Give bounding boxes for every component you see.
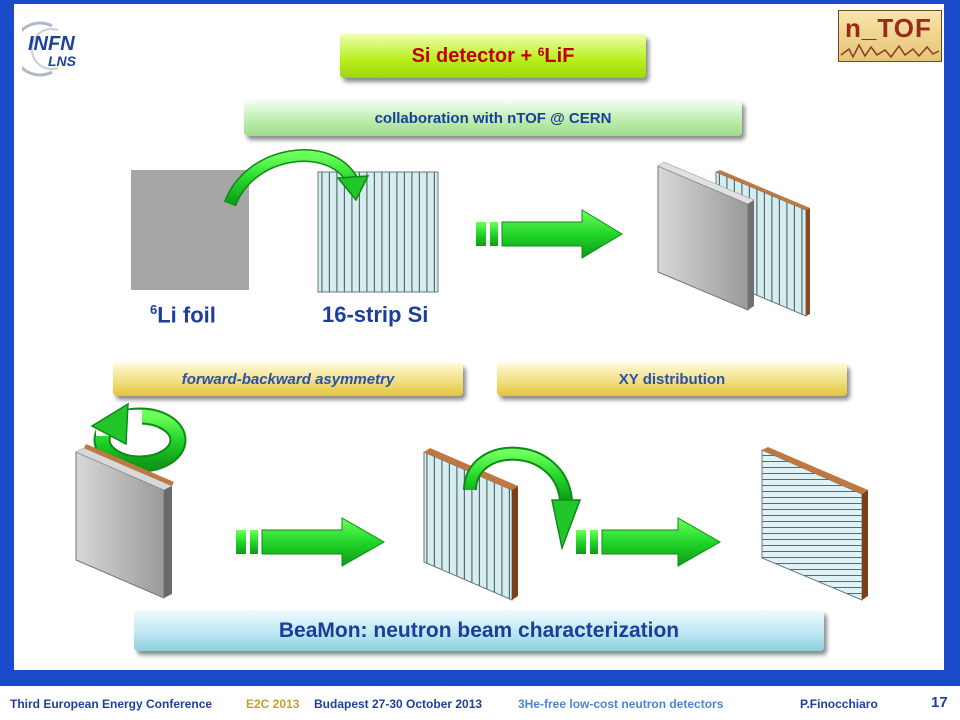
title-main: Si detector + (411, 44, 533, 67)
li-foil-sup: 6 (150, 302, 158, 317)
forward-arrow-icon-3 (576, 517, 722, 567)
detector-illustration (75, 149, 868, 601)
forward-backward-banner: forward-backward asymmetry (113, 363, 463, 396)
title-sup: 6 (537, 45, 545, 59)
forward-arrow-icon-2 (236, 517, 386, 567)
li-foil-square (131, 170, 249, 290)
si-16-strip-square (317, 171, 439, 293)
detector-left-3d (75, 444, 174, 599)
stacked-detector-3d (657, 161, 810, 317)
footer-talk-title: 3He-free low-cost neutron detectors (518, 697, 724, 711)
title-rest: LiF (544, 44, 575, 67)
beamon-banner: BeaMon: neutron beam characterization (134, 610, 824, 651)
collaboration-text: collaboration with nTOF @ CERN (374, 109, 612, 127)
footer-short: E2C 2013 (246, 697, 300, 711)
xy-distribution-text: XY distribution (618, 371, 726, 388)
footer-author: P.Finocchiaro (800, 697, 878, 711)
strip-si-label: 16-strip Si (322, 302, 429, 327)
footer-conference: Third European Energy Conference (10, 697, 213, 711)
xy-distribution-banner: XY distribution (497, 363, 847, 396)
forward-backward-text: forward-backward asymmetry (181, 371, 395, 388)
detector-right-3d (761, 447, 868, 601)
slide-footer: Third European Energy Conference E2C 201… (0, 688, 960, 720)
beamon-text: BeaMon: neutron beam characterization (278, 618, 680, 642)
infn-logo-text: INFN (28, 33, 75, 55)
forward-arrow-icon (476, 209, 623, 259)
lns-logo-text: LNS (48, 53, 77, 69)
rotate-arrow-icon-2 (463, 446, 582, 551)
page-number: 17 (931, 694, 948, 711)
infn-lns-logo: INFN LNS (22, 21, 77, 77)
ntof-logo-text: n_TOF (845, 13, 932, 43)
rotate-arrow-icon (90, 402, 187, 473)
li-foil-label: 6Li foil (150, 302, 216, 328)
collaboration-banner: collaboration with nTOF @ CERN (244, 100, 742, 136)
ntof-logo: n_TOF (838, 10, 942, 62)
li-foil-text: Li foil (157, 302, 216, 328)
curved-arrow-icon (223, 149, 370, 207)
footer-location-date: Budapest 27-30 October 2013 (314, 697, 483, 711)
